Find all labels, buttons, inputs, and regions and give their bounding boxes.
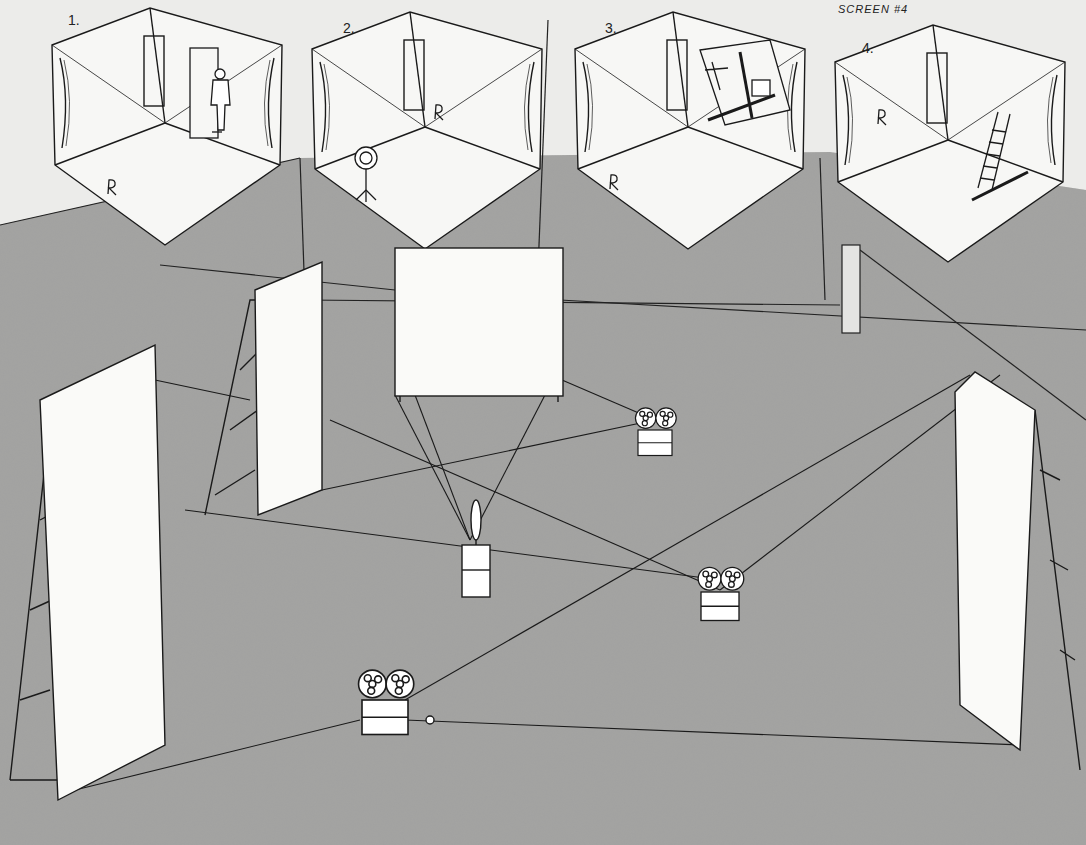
room-number: 1. (68, 12, 80, 28)
room-box: 4. (835, 25, 1067, 263)
room-number: 3. (605, 20, 617, 36)
room-number: 2. (343, 20, 355, 36)
room-box: 2. (312, 12, 544, 250)
room-number: 4. (862, 40, 874, 56)
screen-note: SCREEN #4 (838, 3, 908, 15)
room-box: 1. (52, 8, 284, 246)
room-box: 3. (575, 12, 807, 250)
